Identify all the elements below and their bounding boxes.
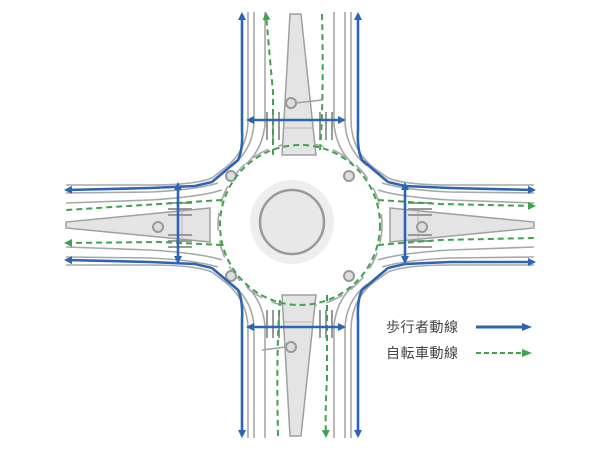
post-icon: [152, 221, 164, 233]
north-island: [281, 13, 317, 156]
post-icon: [225, 270, 237, 282]
post-icon: [343, 170, 355, 182]
legend: 歩行者動線 自転車動線: [386, 314, 546, 366]
post-icon: [285, 341, 297, 353]
bicycle-paths: [64, 12, 536, 438]
center-island: [258, 188, 326, 256]
pedestrian-paths: [64, 12, 536, 438]
south-island: [281, 294, 317, 437]
post-icon: [285, 97, 297, 109]
post-icon: [225, 170, 237, 182]
legend-item-pedestrian: 歩行者動線: [386, 314, 546, 340]
post-icon: [343, 270, 355, 282]
west-island: [65, 207, 211, 243]
east-island: [389, 207, 535, 243]
legend-label: 自転車動線: [386, 346, 459, 362]
solid-arrow-icon: [476, 323, 532, 331]
post-icon: [416, 221, 428, 233]
legend-item-bicycle: 自転車動線: [386, 340, 546, 366]
legend-label: 歩行者動線: [386, 320, 459, 336]
dashed-arrow-icon: [476, 349, 532, 357]
